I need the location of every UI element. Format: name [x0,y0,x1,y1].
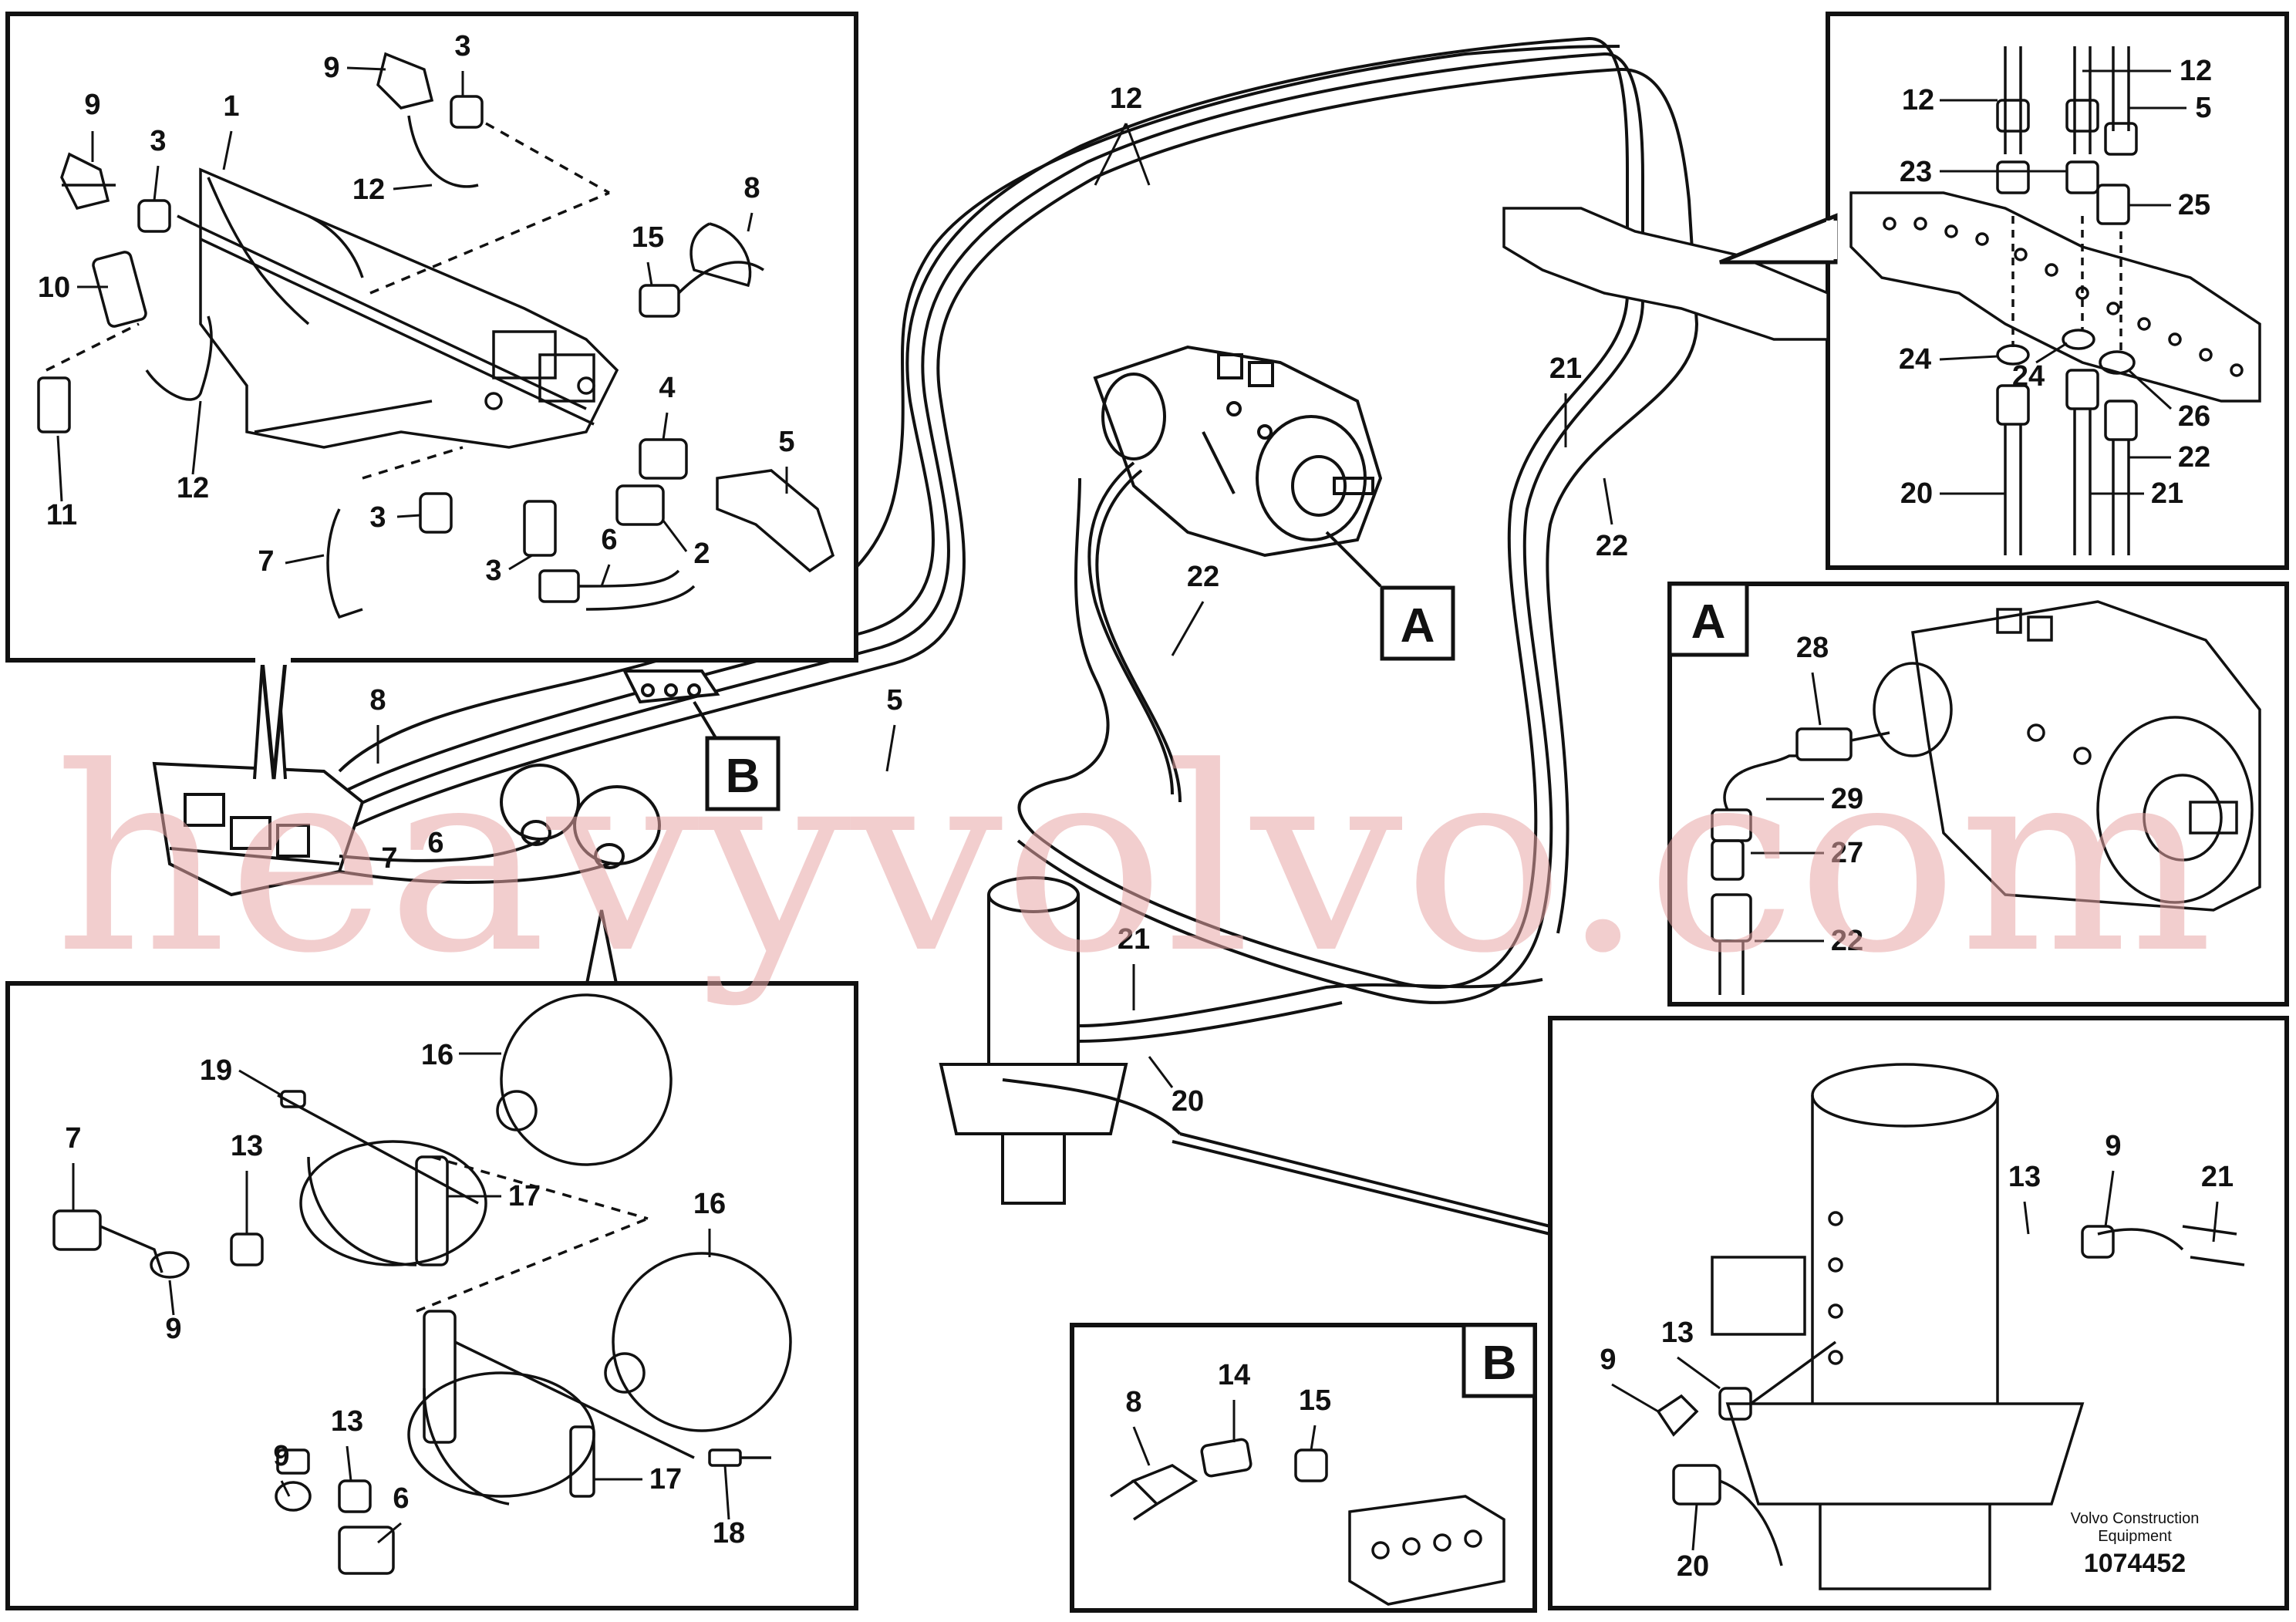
callout-21a: 21 [1549,352,1582,385]
callout-5: 5 [886,684,902,717]
footer: Volvo Construction Equipment 1074452 [2071,1510,2200,1578]
callout-12b: 12 [2180,55,2212,87]
callout-21: 21 [2151,477,2183,510]
callout-23: 23 [1900,156,1932,188]
callout-20: 20 [1900,477,1933,510]
company-name-line1: Volvo Construction [2071,1510,2200,1527]
callout-13a: 13 [2008,1161,2041,1193]
hose-bundle-12 [323,36,1699,1004]
callout-10: 10 [38,271,70,304]
label-box-b [705,736,781,811]
callout-11: 11 [46,499,77,531]
panel-b-label: B [1482,1337,1517,1390]
callout-7: 7 [381,842,397,875]
callout-22: 22 [2178,441,2210,474]
letter-boxes: A B A B [705,585,1726,1390]
callout-21: 21 [2201,1161,2234,1193]
drawing-number: 1074452 [2084,1549,2186,1578]
callouts-bottom-right: 13 9 21 13 9 20 [1600,1130,2234,1583]
callouts-main: 12 5 22 21 22 21 20 8 7 6 [369,83,1628,1118]
callout-13b: 13 [331,1405,363,1438]
callouts-top-right: 12 12 5 23 25 24 24 26 22 20 21 [1899,55,2212,510]
callout-25: 25 [2178,189,2210,221]
callout-18: 18 [713,1517,745,1549]
callout-27: 27 [1831,837,1863,869]
company-name-line2: Equipment [2098,1528,2172,1545]
plate-holes [1883,217,2244,377]
callout-17a: 17 [508,1180,541,1212]
panel-top-right [1502,12,2289,570]
callout-16b: 16 [693,1188,726,1220]
callout-3d: 3 [485,555,501,587]
panel-a-label: A [1691,595,1726,649]
swivel-joint [939,876,1543,1205]
callout-7: 7 [258,545,274,578]
callout-15: 15 [632,221,664,254]
accumulators-main [339,764,661,884]
callout-9b: 9 [323,52,339,84]
callout-8: 8 [743,172,760,204]
panel-bottom-right [1548,1016,2289,1610]
callout-9a: 9 [165,1313,181,1345]
callout-13b: 13 [1661,1317,1694,1349]
callout-24b: 24 [2012,360,2045,393]
callout-21b: 21 [1118,923,1150,956]
main-assembly [152,36,1699,1236]
control-valve-body [152,761,365,897]
callout-12: 12 [1110,83,1142,115]
panel-detail-b [1070,1323,1537,1613]
callout-20: 20 [1677,1550,1709,1583]
callout-14: 14 [1218,1359,1250,1391]
distribution-block [622,669,720,704]
label-a: A [1401,599,1435,653]
callout-4: 4 [659,372,675,404]
callout-12a: 12 [1902,84,1934,116]
callout-2: 2 [693,538,710,570]
watermark: heavyvolvo.com [54,713,2213,1009]
callout-22: 22 [1831,925,1863,957]
callout-13a: 13 [231,1130,263,1162]
callout-20: 20 [1172,1085,1204,1118]
label-b: B [726,750,760,803]
callout-15: 15 [1299,1384,1331,1417]
callout-12a: 12 [352,174,385,206]
callout-24a: 24 [1899,343,1931,376]
panel-detail-a [1667,582,2289,1007]
label-box-a [1380,585,1455,661]
callouts-top-left: 1 3 9 9 3 12 8 15 10 11 12 4 5 2 3 7 3 6 [38,30,795,587]
callout-9b: 9 [273,1440,289,1472]
callout-22b: 22 [1596,530,1628,562]
callouts-bottom-left: 19 16 7 13 17 16 9 13 9 17 6 18 [65,1039,745,1549]
callout-9a: 9 [84,89,100,121]
callout-29: 29 [1831,783,1863,815]
panel-top-left [5,12,858,780]
callout-5: 5 [2195,92,2211,124]
callout-9a: 9 [2105,1130,2121,1162]
callout-26: 26 [2178,400,2210,433]
callout-1: 1 [223,90,239,123]
callout-6: 6 [601,524,617,556]
callout-28: 28 [1796,632,1829,664]
callout-22: 22 [1187,561,1219,593]
callout-5: 5 [778,426,794,458]
callout-3c: 3 [369,501,386,534]
callout-6: 6 [393,1482,409,1515]
callouts-detail-a: 28 29 27 22 [1751,632,1863,957]
callout-8: 8 [1125,1386,1141,1418]
callouts-detail-b: 8 14 15 [1125,1359,1331,1466]
callout-7: 7 [65,1122,81,1155]
callout-17b: 17 [649,1463,682,1496]
panel-bottom-left [5,981,858,1610]
callout-12b: 12 [177,472,209,504]
hydraulic-pump [1087,345,1383,803]
callout-3b: 3 [454,30,470,62]
callout-8: 8 [369,684,386,717]
callout-9b: 9 [1600,1344,1616,1376]
callout-16a: 16 [421,1039,453,1071]
callout-19: 19 [200,1054,232,1087]
callout-3a: 3 [150,125,166,157]
callout-6: 6 [427,827,443,859]
